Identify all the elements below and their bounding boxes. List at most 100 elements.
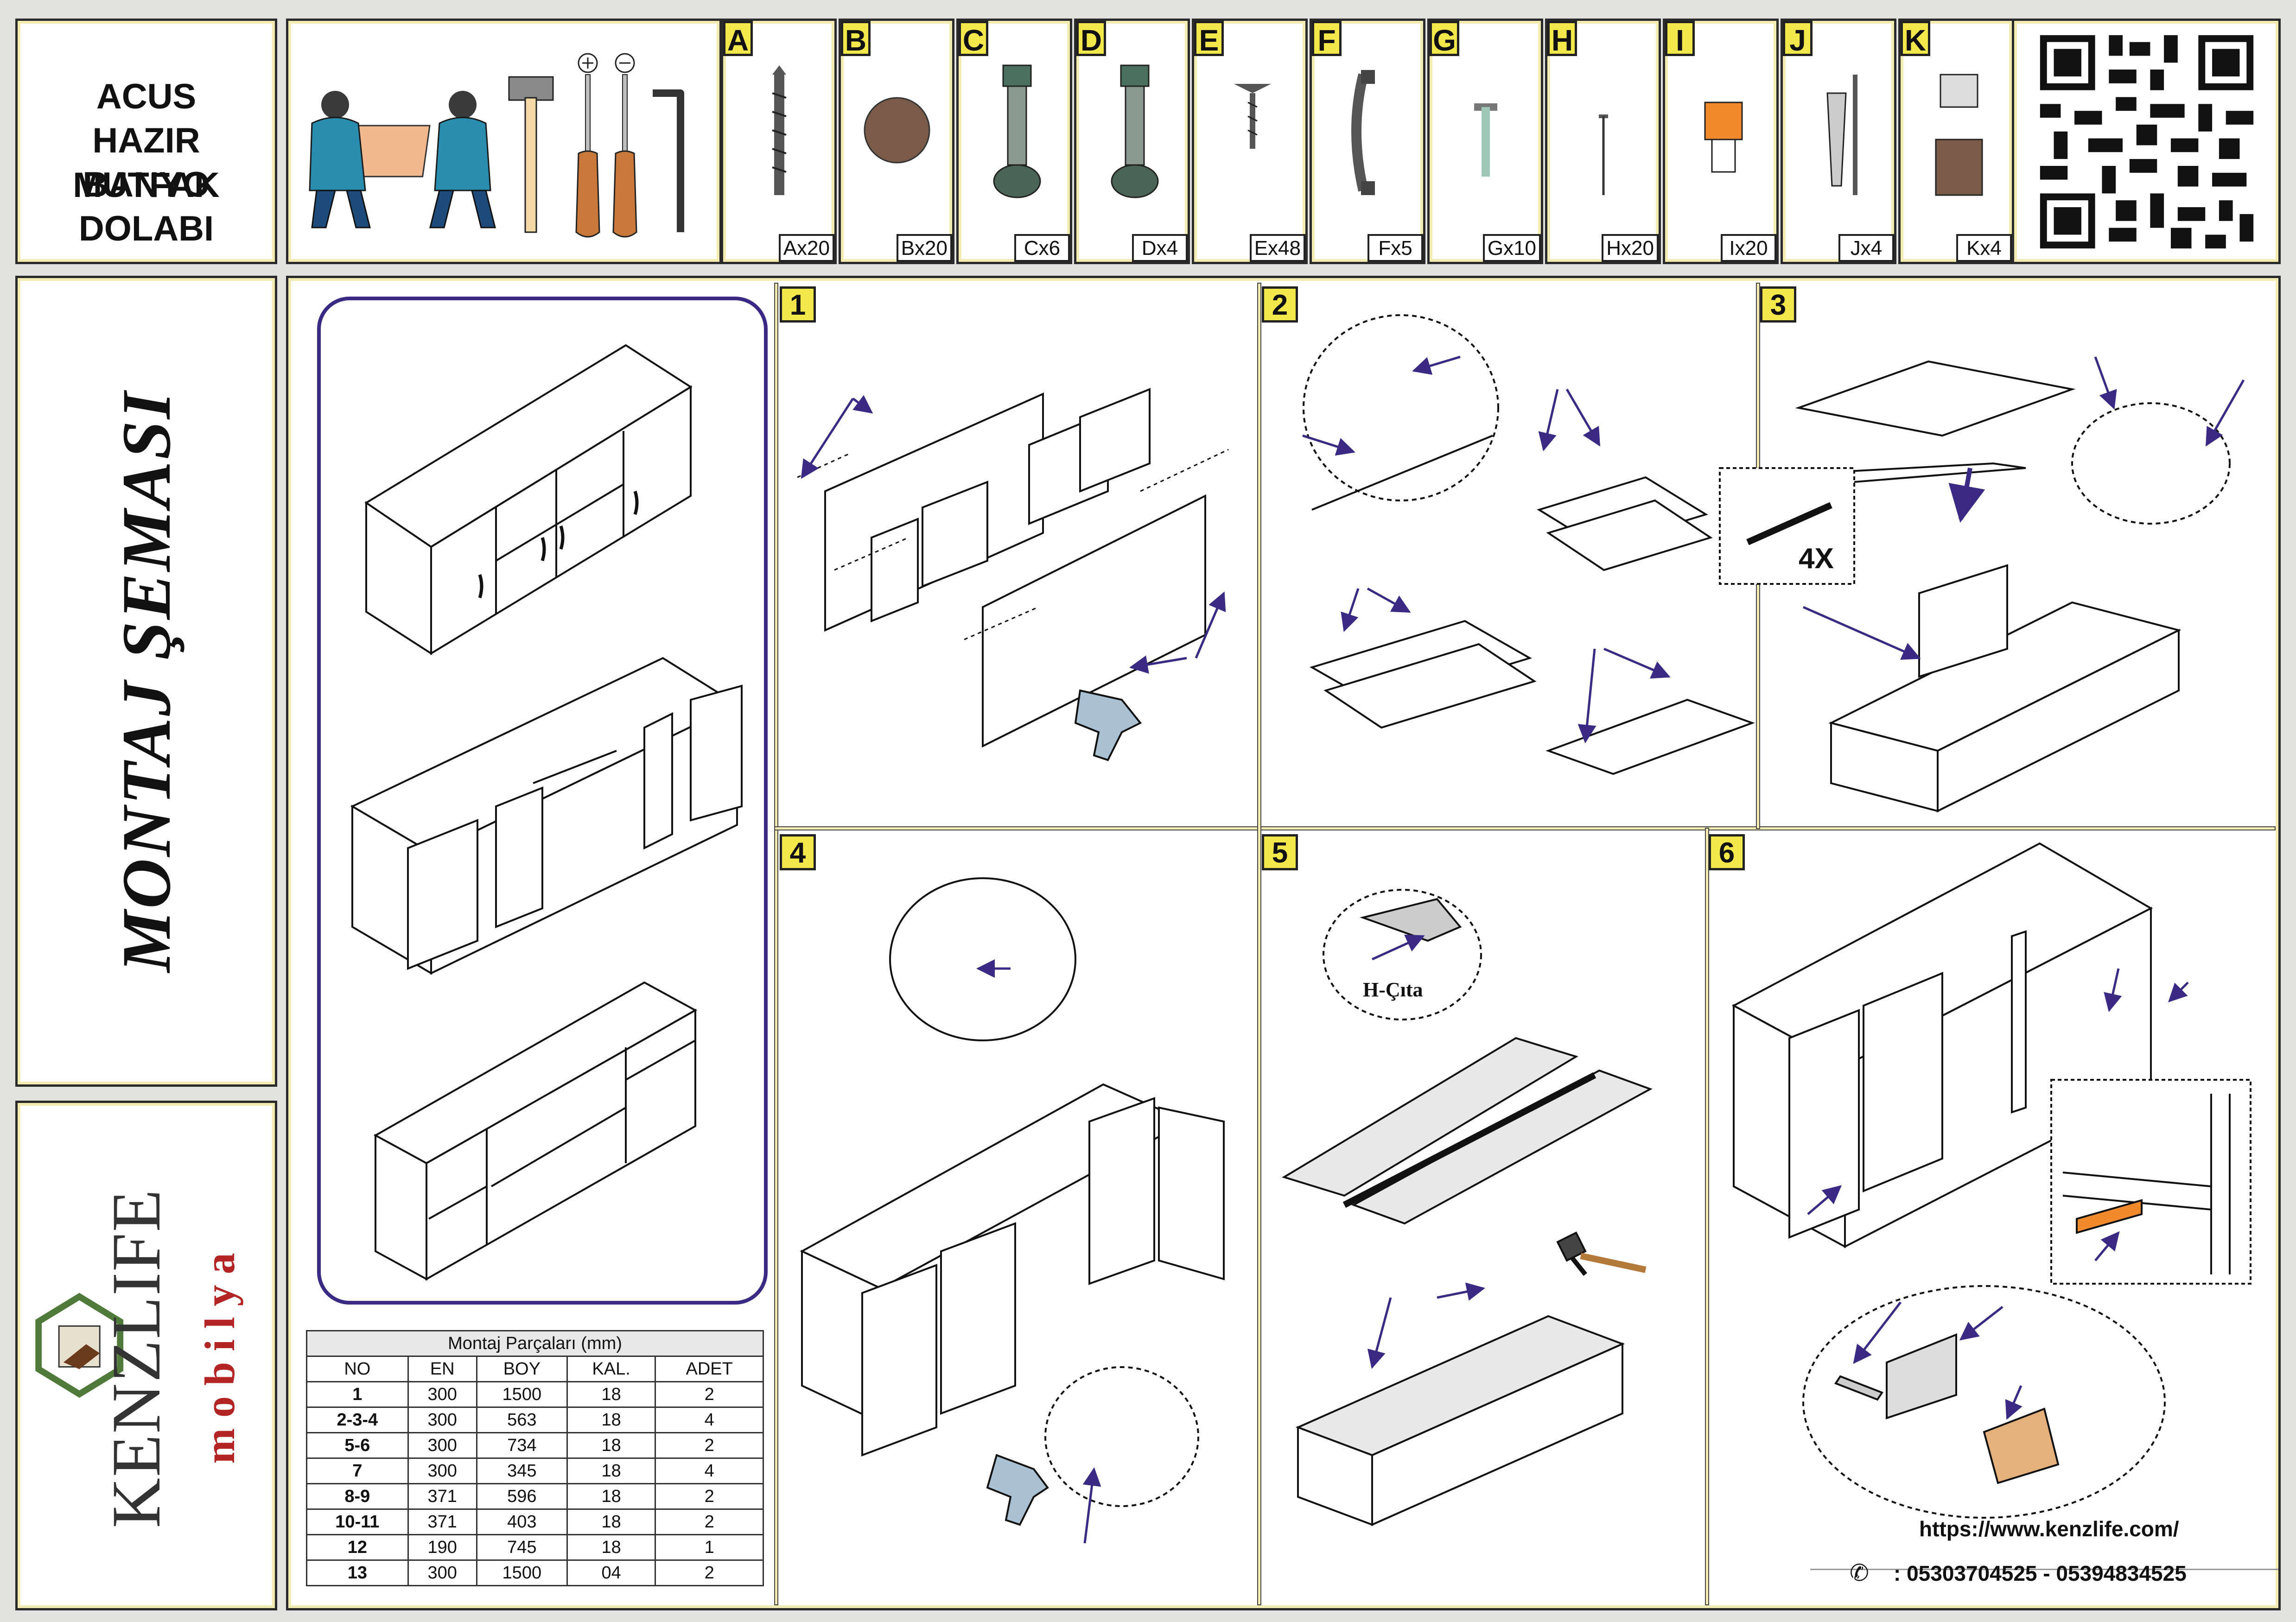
part-letter: I — [1665, 21, 1695, 57]
part-letter: K — [1901, 21, 1930, 57]
table-cell: 596 — [476, 1483, 568, 1510]
table-cell: 2-3-4 — [306, 1407, 409, 1433]
table-cell: 18 — [566, 1407, 656, 1433]
tools-illustration — [309, 53, 684, 238]
table-cell: 7 — [306, 1457, 409, 1484]
table-cell: 04 — [566, 1559, 656, 1586]
shelf-pin-icon — [1704, 101, 1743, 173]
table-header: BOY — [476, 1356, 568, 1382]
step-number-3: 3 — [1760, 286, 1796, 323]
title-line-1: ACUS — [96, 77, 197, 116]
table-cell: 10-11 — [306, 1508, 409, 1535]
part-h: H Hx20 — [1547, 21, 1659, 262]
table-cell: 2 — [655, 1432, 764, 1459]
table-cell: 403 — [476, 1508, 568, 1535]
part-letter: H — [1547, 21, 1577, 57]
part-quantity: Ix20 — [1721, 234, 1776, 262]
nail-icon — [1599, 114, 1608, 195]
brand-name: KENZLIFE — [98, 1188, 175, 1528]
table-header: ADET — [655, 1356, 764, 1382]
table-cell: 2 — [655, 1483, 764, 1510]
table-cell: 300 — [407, 1559, 477, 1586]
part-quantity: Dx4 — [1132, 234, 1188, 262]
part-f: F Fx5 — [1312, 21, 1423, 262]
table-cell: 18 — [566, 1483, 656, 1510]
table-cell: 12 — [306, 1534, 409, 1561]
step-number-2: 2 — [1262, 286, 1298, 323]
part-quantity: Bx20 — [896, 234, 952, 262]
table-cell: 2 — [655, 1559, 764, 1586]
table-cell: 13 — [306, 1559, 409, 1586]
part-quantity: Jx4 — [1838, 234, 1894, 262]
hammer-icon — [508, 76, 554, 233]
table-cell: 345 — [476, 1457, 568, 1484]
vertical-title: MONTAJ ŞEMASI — [108, 390, 185, 973]
table-header: EN — [407, 1356, 477, 1382]
part-letter: A — [723, 21, 753, 57]
table-cell: 1 — [655, 1534, 764, 1561]
part-letter: J — [1783, 21, 1813, 57]
title-line-2: HAZIR MUTFAK — [73, 121, 220, 205]
part-j: J Jx4 — [1783, 21, 1894, 262]
part-quantity: Fx5 — [1367, 234, 1423, 262]
table-cell: 1500 — [476, 1559, 568, 1586]
part-g: G Gx10 — [1430, 21, 1541, 262]
table-cell: 745 — [476, 1534, 568, 1561]
part-quantity: Gx10 — [1482, 234, 1541, 262]
table-header: KAL. — [566, 1356, 656, 1382]
four-x-label: 4X — [1799, 543, 1834, 575]
table-cell: 18 — [566, 1432, 656, 1459]
title-line-3: BANYO — [83, 165, 210, 204]
divider — [1757, 284, 1759, 828]
title-line-4: DOLABI — [78, 209, 214, 248]
parts-table: Montaj Parçaları (mm) NO EN BOY KAL. ADE… — [306, 1330, 764, 1586]
finished-cabinet-overview — [317, 297, 768, 1305]
handle-icon — [1351, 70, 1375, 195]
product-title-box: ACUS HAZIR MUTFAK BANYO DOLABI — [18, 21, 275, 262]
table-cell: 190 — [407, 1534, 477, 1561]
part-i: I Ix20 — [1665, 21, 1776, 262]
phillips-screwdriver-icon — [575, 53, 600, 238]
step-number-1: 1 — [780, 286, 816, 323]
wood-screw-icon — [1234, 84, 1271, 149]
sidebar-title-box: MONTAJ ŞEMASI — [18, 278, 275, 1084]
table-cell: 18 — [566, 1381, 656, 1408]
step-number-6: 6 — [1709, 834, 1745, 870]
part-letter: F — [1312, 21, 1342, 57]
website-link[interactable]: https://www.kenzlife.com/ — [1919, 1517, 2179, 1541]
hexagon-logo-icon — [35, 1293, 124, 1398]
part-letter: D — [1076, 21, 1106, 57]
part-quantity: Kx4 — [1956, 234, 2012, 262]
footer-divider — [1810, 1569, 2278, 1570]
hanging-bracket-icon — [1935, 74, 1983, 196]
divider — [1258, 284, 1260, 1604]
handle-screw-icon — [1474, 103, 1497, 177]
table-header: NO — [306, 1356, 409, 1382]
table-cell: 1 — [306, 1381, 409, 1408]
table-cell: 1500 — [476, 1381, 568, 1408]
allen-key-icon — [653, 89, 684, 232]
workers-holding-panel-icon — [309, 91, 496, 228]
part-quantity: Hx20 — [1602, 234, 1659, 262]
cover-cap-icon — [864, 97, 930, 164]
table-cell: 4 — [655, 1457, 764, 1484]
step-number-4: 4 — [780, 834, 816, 870]
wall-plug-screw-icon — [1826, 75, 1857, 195]
qr-code-icon — [2033, 28, 2260, 255]
table-cell: 8-9 — [306, 1483, 409, 1510]
table-cell: 371 — [407, 1483, 477, 1510]
table-cell: 300 — [407, 1407, 477, 1433]
table-cell: 5-6 — [306, 1432, 409, 1459]
divider — [775, 827, 2275, 830]
table-cell: 563 — [476, 1407, 568, 1433]
brand-subtitle: m o b i l y a — [196, 1253, 243, 1464]
part-letter: G — [1430, 21, 1459, 57]
table-cell: 18 — [566, 1508, 656, 1535]
divider — [1706, 829, 1708, 1604]
